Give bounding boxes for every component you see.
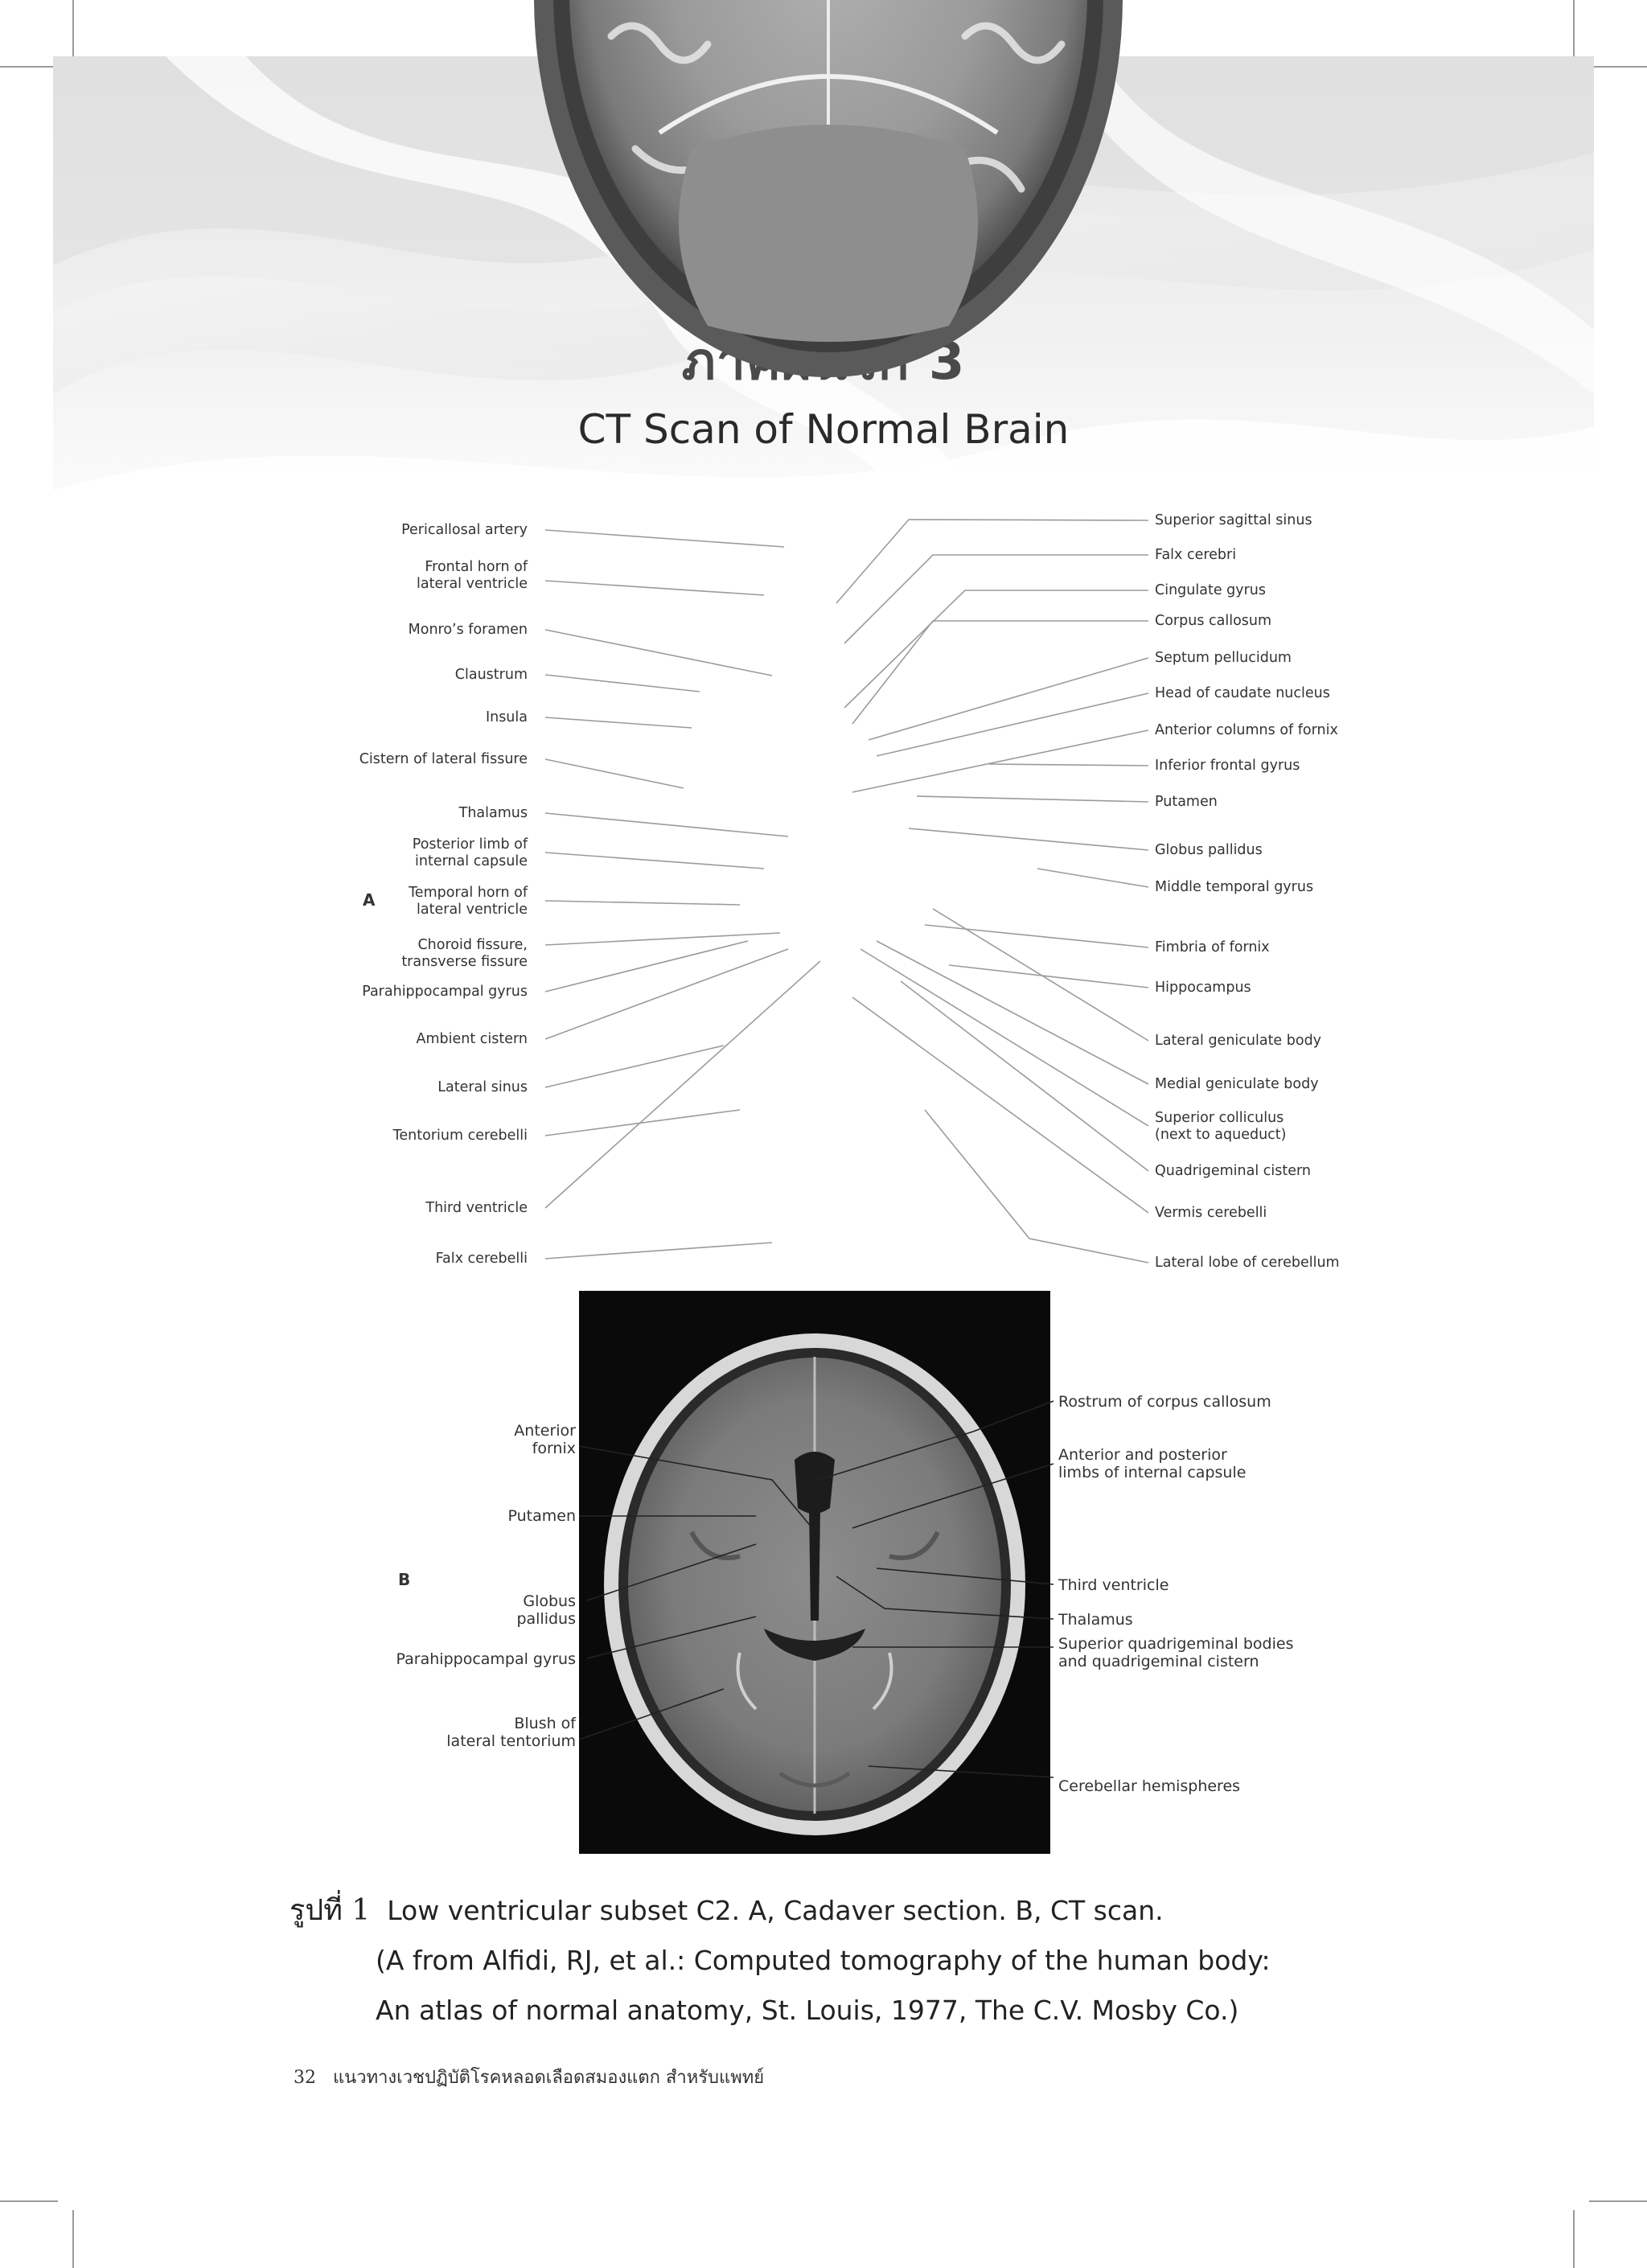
anatomy-label: Putamen xyxy=(1155,794,1218,810)
anatomy-label: Superior quadrigeminal bodies and quadri… xyxy=(1058,1635,1294,1670)
anatomy-label: Ambient cistern xyxy=(416,1031,528,1047)
crop-mark xyxy=(1573,0,1575,58)
anatomy-label: Quadrigeminal cistern xyxy=(1155,1163,1311,1179)
figure-caption: รูปที่ 1 Low ventricular subset C2. A, C… xyxy=(290,1886,1271,2036)
anatomy-label: Lateral geniculate body xyxy=(1155,1033,1322,1049)
panel-letter-a: A xyxy=(363,890,376,910)
anatomy-label: Falx cerebri xyxy=(1155,547,1237,563)
anatomy-label: Hippocampus xyxy=(1155,980,1251,996)
leader-lines-right xyxy=(836,519,1149,1263)
appendix-title: ภาคผนวก 3 xyxy=(681,332,966,392)
crop-mark xyxy=(1589,2200,1647,2202)
anatomy-label: Anterior columns of fornix xyxy=(1155,722,1338,738)
crop-mark xyxy=(1573,2210,1575,2268)
anatomy-label: Parahippocampal gyrus xyxy=(396,1650,576,1668)
anatomy-label: Temporal horn of lateral ventricle xyxy=(409,885,528,918)
anatomy-label: Insula xyxy=(485,709,528,725)
figure-number: รูปที่ 1 xyxy=(290,1894,371,1927)
crop-mark xyxy=(0,66,58,68)
anatomy-label: Globus pallidus xyxy=(1155,842,1263,858)
anatomy-label: Cingulate gyrus xyxy=(1155,582,1267,598)
page-title: CT Scan of Normal Brain xyxy=(577,406,1070,453)
anatomy-label: Frontal horn of lateral ventricle xyxy=(417,559,528,592)
anatomy-label: Falx cerebelli xyxy=(435,1251,528,1267)
anatomy-label: Thalamus xyxy=(458,805,528,821)
page-footer: 32 แนวทางเวชปฏิบัติโรคหลอดเลือดสมองแตก ส… xyxy=(294,2063,764,2091)
anatomy-label: Tentorium cerebelli xyxy=(392,1128,528,1144)
anatomy-label: Thalamus xyxy=(1058,1611,1133,1629)
crop-mark xyxy=(72,2210,74,2268)
anatomy-label: Cerebellar hemispheres xyxy=(1058,1777,1241,1795)
anatomy-label: Superior sagittal sinus xyxy=(1155,512,1312,528)
anatomy-label: Parahippocampal gyrus xyxy=(362,984,528,1000)
ct-scan-image xyxy=(579,1291,1050,1854)
anatomy-label: Inferior frontal gyrus xyxy=(1155,758,1300,774)
anatomy-label: Cistern of lateral fissure xyxy=(359,751,528,767)
caption-line-3: An atlas of normal anatomy, St. Louis, 1… xyxy=(376,1995,1239,2026)
anatomy-label: Corpus callosum xyxy=(1155,613,1272,629)
running-title: แนวทางเวชปฏิบัติโรคหลอดเลือดสมองแตก สำหร… xyxy=(333,2068,765,2088)
anatomy-label: Third ventricle xyxy=(425,1200,528,1216)
anatomy-label: Fimbria of fornix xyxy=(1155,939,1270,955)
leader-lines-left xyxy=(544,529,821,1259)
anatomy-label: Globus pallidus xyxy=(516,1592,576,1628)
anatomy-label: Medial geniculate body xyxy=(1155,1076,1319,1092)
anatomy-label: Superior colliculus (next to aqueduct) xyxy=(1155,1110,1287,1143)
anatomy-label: Monro’s foramen xyxy=(408,622,528,638)
anatomy-label: Claustrum xyxy=(454,667,528,683)
anatomy-label: Anterior fornix xyxy=(514,1422,576,1457)
crop-mark xyxy=(1589,66,1647,68)
anatomy-label: Choroid fissure, transverse fissure xyxy=(401,937,528,970)
anatomy-label: Pericallosal artery xyxy=(401,522,528,538)
caption-line-1: Low ventricular subset C2. A, Cadaver se… xyxy=(387,1895,1164,1926)
anatomy-label: Head of caudate nucleus xyxy=(1155,685,1330,701)
anatomy-label: Middle temporal gyrus xyxy=(1155,879,1314,895)
anatomy-label: Blush of lateral tentorium xyxy=(446,1715,576,1750)
page-number: 32 xyxy=(294,2068,316,2088)
anatomy-label: Anterior and posterior limbs of internal… xyxy=(1058,1446,1247,1481)
anatomy-label: Lateral sinus xyxy=(437,1079,528,1095)
skull-outline xyxy=(532,531,1124,1287)
anatomy-label: Third ventricle xyxy=(1058,1576,1169,1594)
panel-letter-b: B xyxy=(398,1570,411,1589)
anatomy-label: Rostrum of corpus callosum xyxy=(1058,1393,1271,1411)
anatomy-label: Septum pellucidum xyxy=(1155,650,1292,666)
anatomy-label: Posterior limb of internal capsule xyxy=(412,836,528,869)
anatomy-label: Vermis cerebelli xyxy=(1155,1205,1267,1221)
anatomy-label: Lateral lobe of cerebellum xyxy=(1155,1255,1340,1271)
anatomy-label: Putamen xyxy=(507,1507,577,1525)
crop-mark xyxy=(72,0,74,58)
caption-line-2: (A from Alfidi, RJ, et al.: Computed tom… xyxy=(376,1945,1271,1976)
background-wave-decoration xyxy=(53,56,1594,555)
crop-mark xyxy=(0,2200,58,2202)
